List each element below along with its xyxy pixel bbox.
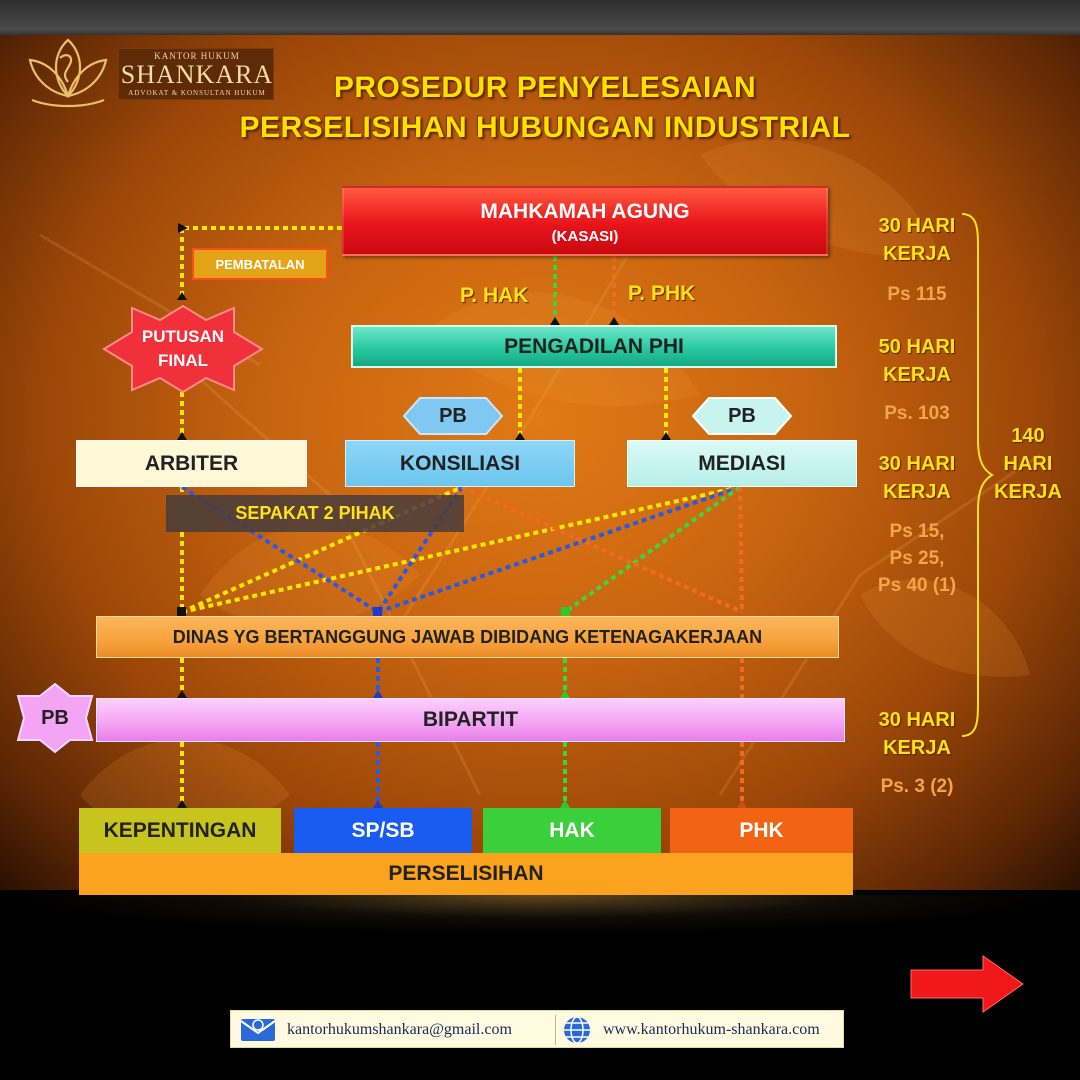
- mediasi-days-line-2: KERJA: [883, 481, 951, 503]
- pb-badge-bipartit: [16, 682, 94, 754]
- spsb-box: SP/SB: [294, 808, 472, 853]
- mahkamah-agung-box: MAHKAMAH AGUNG (KASASI): [342, 186, 828, 256]
- hak-box: HAK: [483, 808, 661, 853]
- mediasi-reference-1: Ps 15,: [889, 521, 945, 542]
- total-brace: [961, 213, 994, 737]
- sepakat-2-pihak-box: SEPAKAT 2 PIHAK: [166, 495, 464, 532]
- pembatalan-box: PEMBATALAN: [192, 248, 328, 280]
- phk-box: PHK: [670, 808, 853, 853]
- mediasi-days-line-1: 30 HARI: [878, 453, 956, 475]
- logo-name: SHANKARA: [120, 60, 274, 89]
- pengadilan-phi-box: PENGADILAN PHI: [351, 325, 837, 368]
- pb-badge-konsiliasi: [402, 397, 504, 435]
- phi-days-line-2: KERJA: [883, 364, 951, 386]
- ma-days-line-1: 30 HARI: [878, 215, 956, 237]
- perselisihan-box: PERSELISIHAN: [79, 853, 853, 895]
- mahkamah-agung-label: MAHKAMAH AGUNG: [480, 200, 690, 223]
- floor-reflection: [0, 895, 1080, 935]
- pb-label-mediasi: PB: [728, 404, 756, 427]
- dinas-box: DINAS YG BERTANGGUNG JAWAB DIBIDANG KETE…: [96, 616, 839, 658]
- total-line-3: KERJA: [994, 481, 1062, 503]
- logo-top-line: KANTOR HUKUM: [154, 51, 240, 61]
- kasasi-label: (KASASI): [551, 228, 619, 245]
- mediasi-box: MEDIASI: [627, 440, 857, 487]
- bipartit-days-line-2: KERJA: [883, 737, 951, 759]
- logo-subtitle: ADVOKAT & KONSULTAN HUKUM: [128, 89, 266, 97]
- ma-reference: Ps 115: [887, 284, 947, 305]
- konsiliasi-box: KONSILIASI: [345, 440, 575, 487]
- mediasi-reference-3: Ps 40 (1): [877, 575, 957, 596]
- putusan-final-label-2: FINAL: [157, 351, 209, 370]
- title-line-1: PROSEDUR PENYELESAIAN: [333, 71, 757, 104]
- putusan-final-label-1: PUTUSAN: [141, 327, 225, 346]
- putusan-final-badge: [102, 304, 264, 394]
- email-icon: [240, 1019, 276, 1041]
- contact-bar: kantorhukumshankara@gmail.com www.kantor…: [230, 1010, 844, 1048]
- website-contact[interactable]: www.kantorhukum-shankara.com: [561, 1015, 820, 1045]
- globe-icon: [564, 1016, 590, 1044]
- lotus-logo-icon: [28, 38, 108, 108]
- website-text: www.kantorhukum-shankara.com: [603, 1021, 820, 1038]
- email-text: kantorhukumshankara@gmail.com: [287, 1021, 512, 1038]
- contact-divider: [555, 1015, 556, 1045]
- arbiter-box: ARBITER: [76, 440, 307, 487]
- p-hak-label: P. HAK: [460, 284, 529, 307]
- bipartit-box: BIPARTIT: [96, 698, 845, 742]
- bipartit-days-line-1: 30 HARI: [878, 709, 956, 731]
- total-line-2: HARI: [1003, 453, 1053, 475]
- mediasi-reference-2: Ps 25,: [889, 548, 945, 569]
- phi-reference: Ps. 103: [884, 403, 950, 424]
- p-phk-label: P. PHK: [628, 282, 696, 305]
- email-contact[interactable]: kantorhukumshankara@gmail.com: [239, 1015, 512, 1045]
- title-line-2: PERSELISIHAN HUBUNGAN INDUSTRIAL: [239, 111, 851, 144]
- phi-days-line-1: 50 HARI: [878, 336, 956, 358]
- total-line-1: 140: [1011, 425, 1045, 447]
- pb-label-bipartit: PB: [41, 706, 69, 729]
- logo-text-panel: KANTOR HUKUM SHANKARA ADVOKAT & KONSULTA…: [118, 48, 274, 100]
- pb-badge-mediasi: [691, 397, 793, 435]
- pb-label-konsiliasi: PB: [439, 404, 467, 427]
- bipartit-reference: Ps. 3 (2): [880, 776, 954, 797]
- ma-days-line-2: KERJA: [883, 243, 951, 265]
- kepentingan-box: KEPENTINGAN: [79, 808, 281, 853]
- arrow-right-icon[interactable]: [909, 954, 1027, 1014]
